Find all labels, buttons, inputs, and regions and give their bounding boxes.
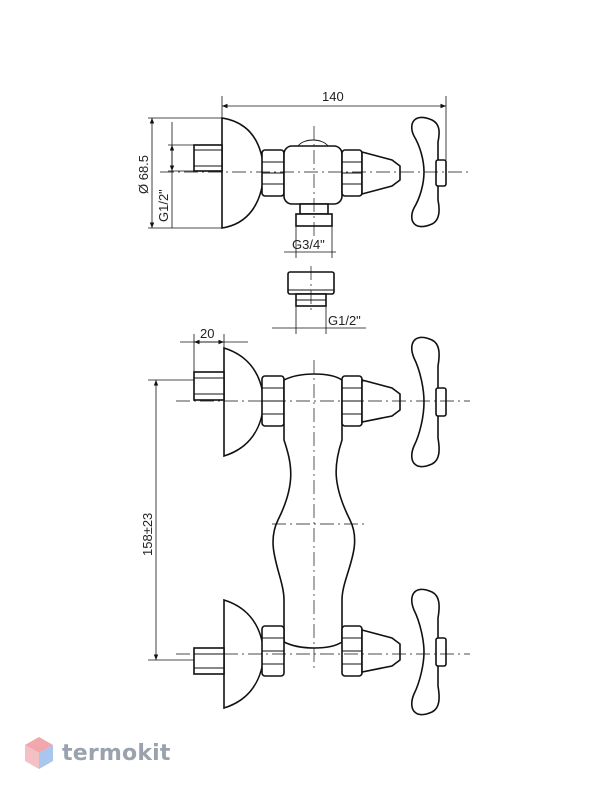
front-lower-hex-nut-right [341, 625, 363, 677]
termokit-logo-icon [25, 737, 53, 769]
top-hex-nut-left [261, 149, 285, 197]
top-handle-cap [435, 159, 447, 187]
dim-center-distance: 158±23 [140, 379, 194, 661]
front-lower-cross-handle [410, 588, 440, 716]
top-bonnet [361, 150, 401, 196]
top-hex-nut-right [341, 149, 363, 197]
watermark: termokit [24, 736, 171, 770]
front-lower-bonnet [361, 628, 401, 673]
front-view: 20 158±23 [140, 326, 470, 716]
dim-inlet-thread-label: G1/2" [156, 189, 171, 222]
watermark-brand: termokit [62, 740, 171, 766]
top-wall-flange [221, 117, 265, 229]
front-upper-handle-cap [435, 387, 447, 417]
front-lower-hex-nut-left [261, 625, 285, 677]
top-inlet-stub [193, 144, 223, 172]
front-upper-flange [223, 346, 265, 458]
dim-overall-width-label: 140 [322, 89, 344, 104]
dim-adapter-thread-label: G1/2" [328, 313, 361, 328]
dim-offset-label: 20 [200, 326, 214, 341]
dim-center-distance-label: 158±23 [140, 513, 155, 556]
dim-adapter-thread: G1/2" [272, 306, 366, 334]
dim-outlet-thread: G3/4" [284, 226, 336, 258]
dim-overall-width: 140 [221, 89, 447, 160]
front-lower-inlet-stub [193, 647, 225, 675]
dim-flange-diameter-label: Ø 68.5 [136, 155, 151, 194]
dim-inlet-thread: G1/2" [156, 122, 194, 228]
front-lower-handle-cap [435, 637, 447, 667]
top-valve-body [283, 145, 343, 205]
front-upper-inlet-stub [193, 371, 225, 401]
dim-outlet-thread-label: G3/4" [292, 237, 325, 252]
adapter-piece: G1/2" [272, 266, 366, 334]
front-upper-cross-handle [410, 336, 440, 468]
top-view: 140 Ø 68.5 G1/2" G3/4" [136, 89, 470, 258]
dim-flange-diameter: Ø 68.5 [136, 117, 222, 229]
dim-offset: 20 [180, 326, 248, 372]
